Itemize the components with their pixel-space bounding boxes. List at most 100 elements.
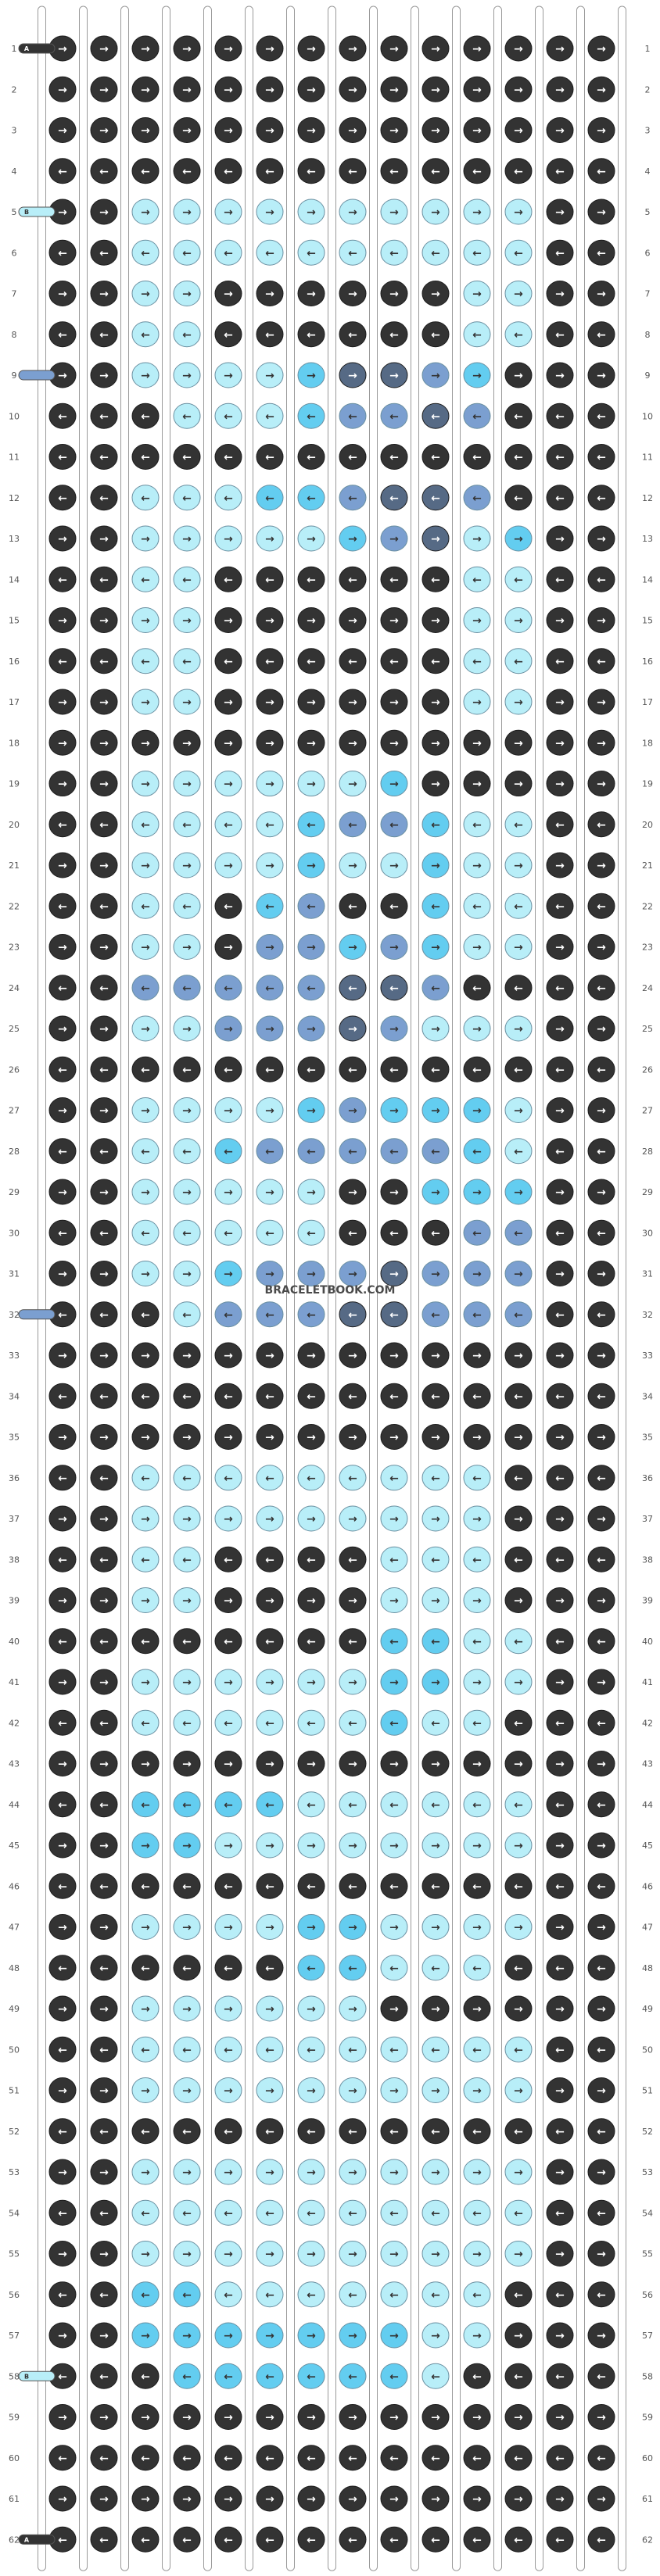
knot[interactable]: → — [504, 1995, 533, 2022]
knot[interactable]: ← — [297, 1628, 325, 1655]
knot[interactable]: → — [546, 771, 574, 796]
knot[interactable]: → — [339, 2077, 367, 2103]
knot[interactable]: → — [214, 281, 242, 306]
knot[interactable]: → — [421, 729, 450, 756]
knot[interactable]: ← — [214, 1546, 242, 1572]
knot[interactable]: → — [463, 1342, 491, 1368]
knot[interactable]: ← — [48, 975, 77, 1001]
knot[interactable]: ← — [421, 2199, 450, 2226]
knot[interactable]: → — [48, 2404, 77, 2430]
knot[interactable]: ← — [546, 2036, 574, 2063]
knot[interactable]: ← — [504, 975, 533, 1001]
knot[interactable]: → — [339, 1914, 367, 1940]
knot[interactable]: → — [421, 2404, 450, 2430]
knot[interactable]: ← — [256, 1301, 284, 1328]
knot[interactable]: ← — [297, 2526, 325, 2553]
knot[interactable]: ← — [173, 1219, 201, 1246]
knot[interactable]: → — [214, 934, 242, 960]
knot[interactable]: → — [587, 1669, 615, 1695]
knot[interactable]: → — [297, 1179, 325, 1205]
knot[interactable]: ← — [463, 1219, 491, 1246]
knot[interactable]: → — [48, 2322, 77, 2349]
knot[interactable]: → — [587, 2322, 615, 2349]
knot[interactable]: → — [546, 117, 574, 143]
knot[interactable]: → — [380, 281, 408, 306]
knot[interactable]: → — [504, 1669, 533, 1695]
knot[interactable]: → — [421, 1587, 450, 1613]
knot[interactable]: → — [90, 1914, 118, 1940]
knot[interactable]: ← — [463, 1791, 491, 1818]
knot[interactable]: → — [90, 1669, 118, 1695]
knot[interactable]: ← — [339, 2526, 367, 2553]
knot[interactable]: → — [48, 1995, 77, 2022]
knot[interactable]: → — [131, 1424, 160, 1450]
knot[interactable]: → — [463, 2322, 491, 2349]
knot[interactable]: ← — [131, 1219, 160, 1246]
knot[interactable]: → — [587, 1995, 615, 2022]
knot[interactable]: ← — [504, 1628, 533, 1655]
knot[interactable]: → — [173, 1015, 201, 1042]
knot[interactable]: ← — [421, 975, 450, 1001]
knot[interactable]: ← — [214, 321, 242, 348]
knot[interactable]: ← — [380, 2281, 408, 2308]
knot[interactable]: → — [214, 1342, 242, 1368]
knot[interactable]: → — [131, 1914, 160, 1940]
knot[interactable]: ← — [90, 1219, 118, 1246]
knot[interactable]: ← — [173, 2118, 201, 2145]
knot[interactable]: ← — [131, 2118, 160, 2145]
knot[interactable]: → — [463, 729, 491, 756]
knot[interactable]: → — [173, 607, 201, 633]
knot[interactable]: → — [587, 1342, 615, 1368]
knot[interactable]: → — [90, 35, 118, 62]
knot[interactable]: ← — [587, 566, 615, 592]
knot[interactable]: ← — [131, 158, 160, 184]
knot[interactable]: ← — [214, 239, 242, 266]
knot[interactable]: ← — [256, 1873, 284, 1899]
knot[interactable]: → — [297, 76, 325, 102]
knot[interactable]: → — [173, 1179, 201, 1205]
knot[interactable]: ← — [463, 402, 491, 429]
knot[interactable]: ← — [587, 1056, 615, 1082]
knot[interactable]: → — [421, 2485, 450, 2512]
knot[interactable]: → — [587, 362, 615, 388]
knot[interactable]: → — [504, 1424, 533, 1450]
knot[interactable]: ← — [587, 2445, 615, 2471]
knot[interactable]: → — [504, 852, 533, 878]
knot[interactable]: ← — [339, 158, 367, 184]
knot[interactable]: → — [256, 1751, 284, 1776]
knot[interactable]: → — [463, 1751, 491, 1776]
knot[interactable]: → — [339, 2322, 367, 2349]
knot[interactable]: ← — [380, 1709, 408, 1736]
knot[interactable]: ← — [546, 1465, 574, 1491]
knot[interactable]: → — [256, 76, 284, 102]
knot[interactable]: ← — [90, 1955, 118, 1981]
knot[interactable]: → — [339, 199, 367, 225]
knot[interactable]: ← — [256, 1219, 284, 1246]
knot[interactable]: ← — [214, 1791, 242, 1818]
knot[interactable]: ← — [504, 2281, 533, 2308]
knot[interactable]: ← — [546, 1219, 574, 1246]
knot[interactable]: ← — [546, 2118, 574, 2145]
knot[interactable]: → — [214, 2077, 242, 2103]
knot[interactable]: → — [587, 1914, 615, 1940]
knot[interactable]: ← — [339, 893, 367, 919]
knot[interactable]: → — [297, 852, 325, 878]
knot[interactable]: → — [297, 362, 325, 388]
knot[interactable]: → — [214, 771, 242, 796]
knot[interactable]: → — [587, 35, 615, 62]
knot[interactable]: → — [90, 1015, 118, 1042]
knot[interactable]: → — [90, 1261, 118, 1286]
knot[interactable]: ← — [131, 239, 160, 266]
knot[interactable]: ← — [256, 321, 284, 348]
knot[interactable]: → — [463, 1505, 491, 1532]
knot[interactable]: → — [546, 1097, 574, 1123]
knot[interactable]: → — [546, 1505, 574, 1532]
knot[interactable]: → — [546, 1179, 574, 1205]
knot[interactable]: ← — [463, 2118, 491, 2145]
knot[interactable]: → — [421, 1097, 450, 1123]
knot[interactable]: → — [131, 1669, 160, 1695]
knot[interactable]: ← — [48, 893, 77, 919]
knot[interactable]: ← — [504, 893, 533, 919]
knot[interactable]: ← — [297, 1791, 325, 1818]
knot[interactable]: → — [214, 2322, 242, 2349]
